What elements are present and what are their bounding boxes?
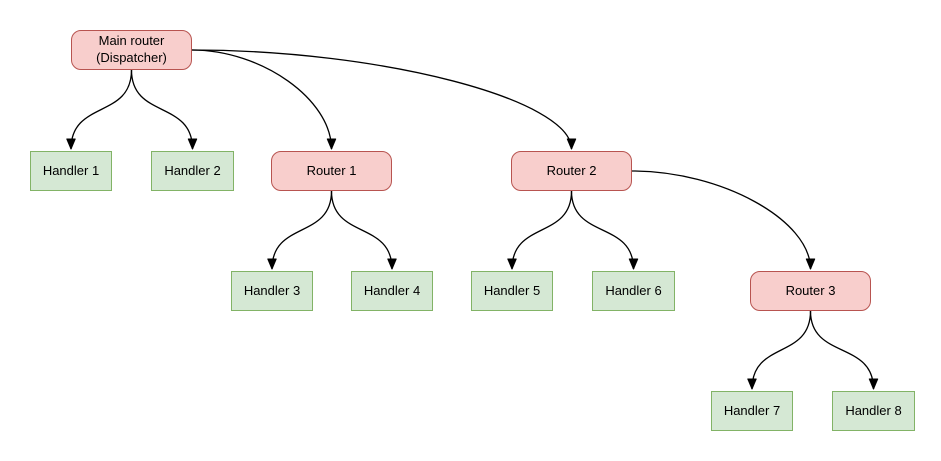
edge-r2-h6	[570, 190, 639, 270]
edge-main-r1	[191, 49, 337, 150]
edge-main-r2	[191, 49, 577, 150]
node-handler-8[interactable]: Handler 8	[832, 391, 915, 431]
node-handler-3[interactable]: Handler 3	[231, 271, 313, 311]
edge-r2-r3	[631, 170, 816, 270]
edge-r2-h5	[507, 190, 573, 270]
node-router-2[interactable]: Router 2	[511, 151, 632, 191]
node-handler-4[interactable]: Handler 4	[351, 271, 433, 311]
node-handler-6[interactable]: Handler 6	[592, 271, 675, 311]
node-router-3[interactable]: Router 3	[750, 271, 871, 311]
edge-r3-h8	[809, 310, 879, 390]
edge-r3-h7	[747, 310, 812, 390]
node-handler-5[interactable]: Handler 5	[471, 271, 553, 311]
edge-main-h2	[130, 69, 198, 150]
node-main-router[interactable]: Main router (Dispatcher)	[71, 30, 192, 70]
edge-r1-h3	[267, 190, 333, 270]
node-handler-2[interactable]: Handler 2	[151, 151, 234, 191]
node-handler-1[interactable]: Handler 1	[30, 151, 112, 191]
edge-r1-h4	[330, 190, 397, 270]
node-router-1[interactable]: Router 1	[271, 151, 392, 191]
edge-main-h1	[66, 69, 133, 150]
node-handler-7[interactable]: Handler 7	[711, 391, 793, 431]
